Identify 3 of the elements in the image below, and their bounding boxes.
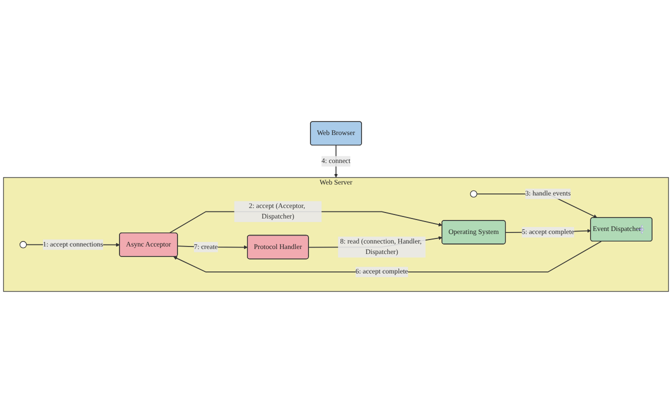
arrow — [173, 240, 602, 272]
node-circle — [470, 190, 478, 198]
node-circle — [20, 241, 27, 248]
